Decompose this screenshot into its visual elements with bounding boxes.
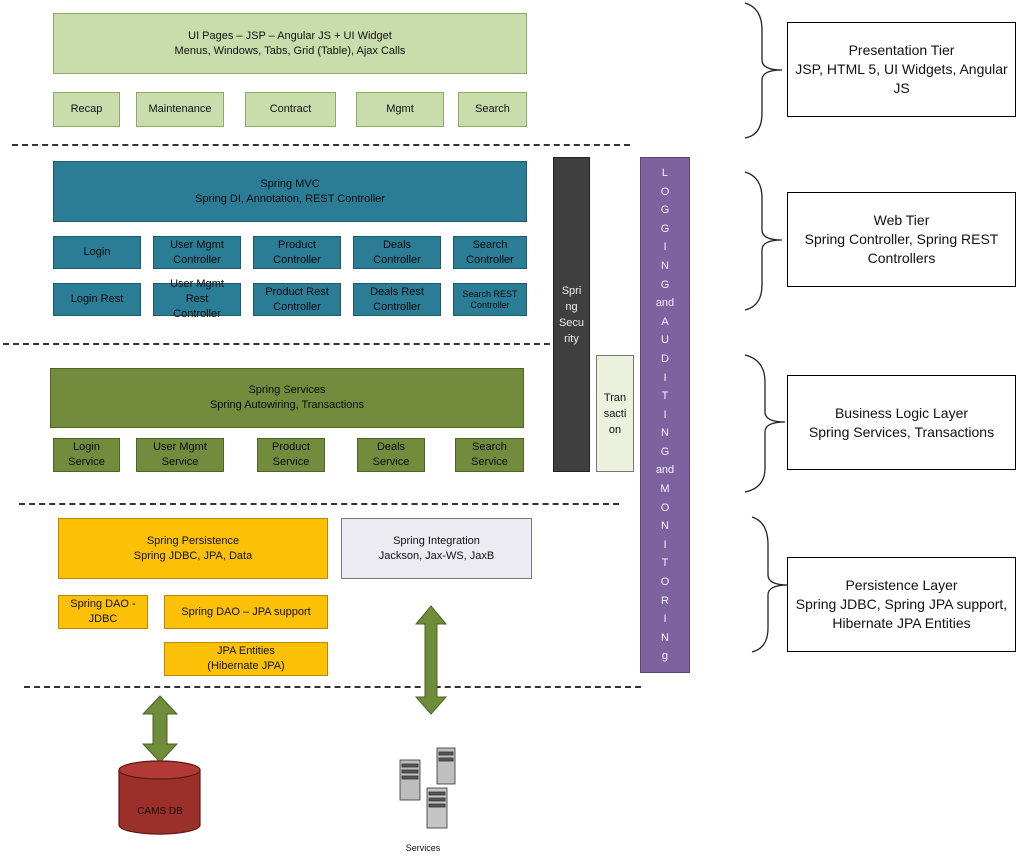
- services-label: Services: [406, 843, 441, 853]
- logging-letter: A: [661, 315, 669, 328]
- logging-letter: O: [660, 185, 670, 198]
- tier-divider-2: [3, 343, 590, 345]
- login-service-box: Login Service: [53, 438, 120, 472]
- transaction-bar: Tran sacti on: [596, 355, 634, 472]
- product-rest-controller-box: Product Rest Controller: [253, 283, 341, 316]
- brace-persistence: [751, 516, 789, 653]
- user-mgmt-service-box: User Mgmt Service: [136, 438, 224, 472]
- logging-letter: N: [661, 520, 669, 533]
- spring-mvc-box: Spring MVC Spring DI, Annotation, REST C…: [53, 161, 527, 222]
- presentation-tier-note: Presentation Tier JSP, HTML 5, UI Widget…: [787, 22, 1016, 117]
- logging-letter: R: [661, 594, 669, 607]
- logging-letter: T: [661, 390, 669, 403]
- business-logic-note: Business Logic Layer Spring Services, Tr…: [787, 375, 1016, 470]
- logging-letter: N: [661, 259, 669, 272]
- spring-integration-box: Spring Integration Jackson, Jax-WS, JaxB: [341, 518, 532, 579]
- product-controller-box: Product Controller: [253, 236, 341, 269]
- logging-letter: G: [660, 222, 670, 235]
- logging-letter: G: [660, 445, 670, 458]
- logging-letter: and: [655, 297, 675, 310]
- logging-letter: I: [663, 241, 667, 254]
- tier-divider-3: [19, 503, 619, 505]
- logging-letter: G: [660, 204, 670, 217]
- logging-letter: I: [663, 538, 667, 551]
- cams-db-label: CAMS DB: [137, 806, 183, 817]
- search-service-box: Search Service: [455, 438, 524, 472]
- spring-persistence-box: Spring Persistence Spring JDBC, JPA, Dat…: [58, 518, 328, 579]
- spring-services-box: Spring Services Spring Autowiring, Trans…: [50, 368, 524, 428]
- logging-letter: T: [661, 557, 669, 570]
- spring-dao-jpa-box: Spring DAO – JPA support: [164, 595, 328, 629]
- contract-box: Contract: [245, 92, 336, 127]
- deals-service-box: Deals Service: [357, 438, 425, 472]
- logging-letter: I: [663, 613, 667, 626]
- logging-letter: O: [660, 576, 670, 589]
- logging-letter: D: [661, 352, 669, 365]
- logging-letter: g: [661, 650, 669, 663]
- logging-letter: N: [661, 427, 669, 440]
- spring-dao-jdbc-box: Spring DAO - JDBC: [58, 595, 148, 629]
- maintenance-box: Maintenance: [136, 92, 224, 127]
- login-rest-box: Login Rest: [53, 283, 141, 316]
- logging-letter: O: [660, 501, 670, 514]
- logging-letter: I: [663, 408, 667, 421]
- deals-rest-controller-box: Deals Rest Controller: [353, 283, 441, 316]
- servers-icon: [399, 747, 456, 829]
- logging-letter: L: [661, 166, 669, 179]
- logging-letter: N: [661, 631, 669, 644]
- deals-controller-box: Deals Controller: [353, 236, 441, 269]
- user-mgmt-controller-box: User Mgmt Controller: [153, 236, 241, 269]
- brace-presentation: [744, 2, 783, 139]
- logging-letter: and: [655, 464, 675, 477]
- web-tier-note: Web Tier Spring Controller, Spring REST …: [787, 192, 1016, 287]
- logging-letter: U: [661, 334, 669, 347]
- logging-letter: I: [663, 371, 667, 384]
- cams-db-cylinder: [118, 760, 201, 835]
- search-box: Search: [458, 92, 527, 127]
- persistence-layer-note: Persistence Layer Spring JDBC, Spring JP…: [787, 557, 1016, 652]
- login-controller-box: Login: [53, 236, 141, 269]
- ui-pages-box: UI Pages – JSP – Angular JS + UI Widget …: [53, 13, 527, 74]
- logging-letter: M: [660, 483, 670, 496]
- logging-letter: G: [660, 278, 670, 291]
- tier-divider-1: [12, 144, 630, 146]
- brace-web: [744, 171, 783, 311]
- mgmt-box: Mgmt: [356, 92, 444, 127]
- search-rest-controller-box: Search REST Controller: [453, 283, 527, 316]
- search-controller-box: Search Controller: [453, 236, 527, 269]
- services-double-arrow: [414, 605, 448, 715]
- jpa-entities-box: JPA Entities (Hibernate JPA): [164, 642, 328, 676]
- db-double-arrow: [141, 695, 179, 763]
- brace-business: [744, 354, 786, 493]
- tier-divider-4: [24, 686, 641, 688]
- spring-security-bar: Spri ng Secu rity: [553, 157, 590, 472]
- recap-box: Recap: [53, 92, 120, 127]
- product-service-box: Product Service: [257, 438, 325, 472]
